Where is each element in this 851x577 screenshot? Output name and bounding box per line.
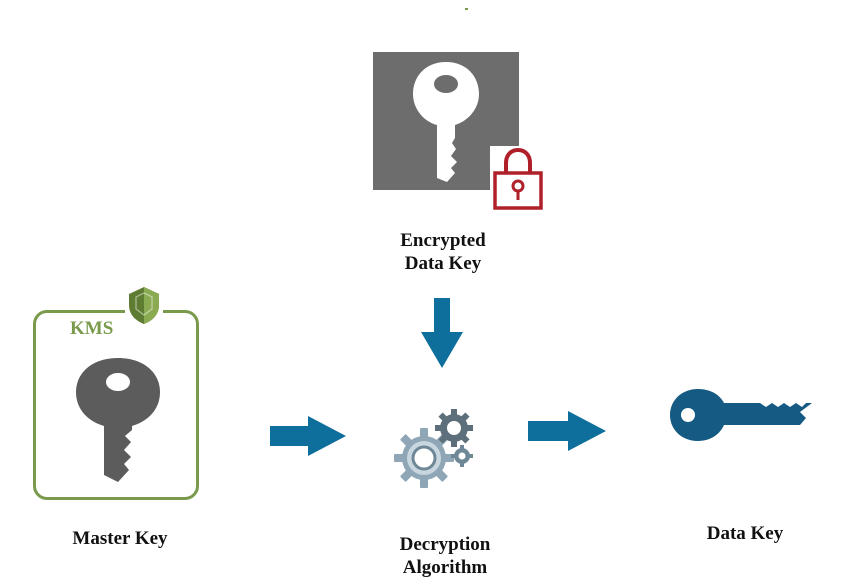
master-key-label: Master Key: [72, 528, 168, 549]
encrypted-key-tile: [373, 52, 519, 190]
arrow-right-icon: [528, 411, 606, 451]
padlock-icon: [490, 146, 546, 212]
encrypted-data-key-label-line2: Data Key: [404, 253, 482, 274]
encrypted-data-key-label-line1: Encrypted: [400, 230, 486, 251]
decorative-speck: [465, 8, 468, 10]
encrypted-data-key-label: Encrypted Data Key: [368, 229, 518, 275]
decryption-algorithm-label-line1: Decryption: [399, 534, 491, 555]
gears-icon: [392, 406, 476, 488]
kms-title: KMS: [70, 318, 114, 339]
decryption-algorithm-label: Decryption Algorithm: [370, 533, 520, 577]
master-key-icon: [68, 358, 168, 486]
data-key-icon: [668, 385, 818, 445]
decryption-algorithm-label-line2: Algorithm: [402, 557, 488, 577]
kms-container: [33, 310, 199, 500]
shield-icon: [125, 285, 163, 325]
data-key-label: Data Key: [706, 523, 784, 544]
key-icon: [413, 62, 479, 182]
arrow-down-icon: [421, 298, 463, 368]
arrow-right-icon: [270, 416, 346, 456]
